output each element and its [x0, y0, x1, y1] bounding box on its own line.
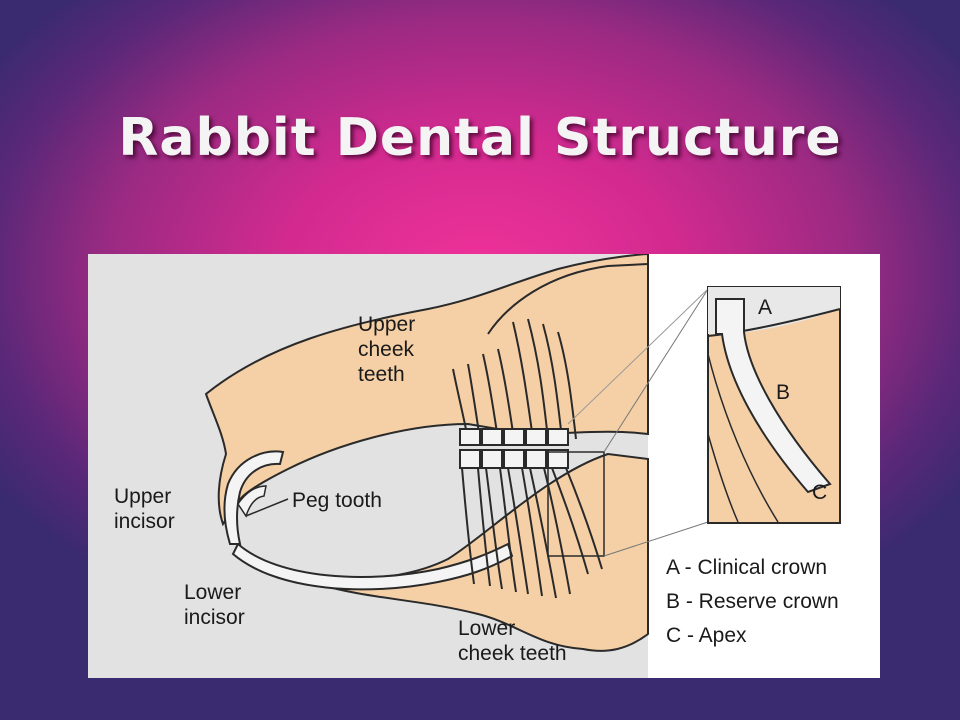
label-peg-tooth: Peg tooth	[292, 489, 382, 512]
skull-illustration	[204, 254, 880, 678]
label-upper-incisor: Upper incisor	[114, 485, 175, 533]
inset-marker-a: A	[758, 296, 773, 319]
inset-marker-b: B	[776, 381, 791, 404]
label-upper-cheek-teeth: Upper cheek teeth	[358, 313, 416, 386]
lower-incisor-shape	[231, 542, 514, 591]
label-lower-cheek-teeth: Lower cheek teeth	[458, 617, 567, 665]
slide-title: Rabbit Dental Structure	[118, 108, 842, 168]
inset-tooth	[715, 298, 832, 494]
label-lower-incisor: Lower incisor	[184, 581, 245, 629]
lower-cheek-teeth	[461, 467, 603, 599]
inset-marker-c: C	[812, 481, 828, 504]
upper-cheek-teeth-crowns	[459, 428, 569, 446]
lower-cheek-teeth-crowns	[459, 449, 569, 469]
legend-clinical-crown: A - Clinical crown	[666, 556, 828, 579]
lower-jaw	[247, 452, 649, 652]
legend-reserve-crown: B - Reserve crown	[666, 590, 839, 613]
upper-incisor-shape	[223, 450, 285, 545]
zygomatic-bulge	[487, 263, 649, 335]
dental-diagram: Upper cheek teeth Upper incisor Peg toot…	[88, 254, 880, 678]
peg-tooth-shape	[237, 485, 267, 518]
legend-apex: C - Apex	[666, 624, 747, 647]
detail-box	[547, 451, 605, 557]
